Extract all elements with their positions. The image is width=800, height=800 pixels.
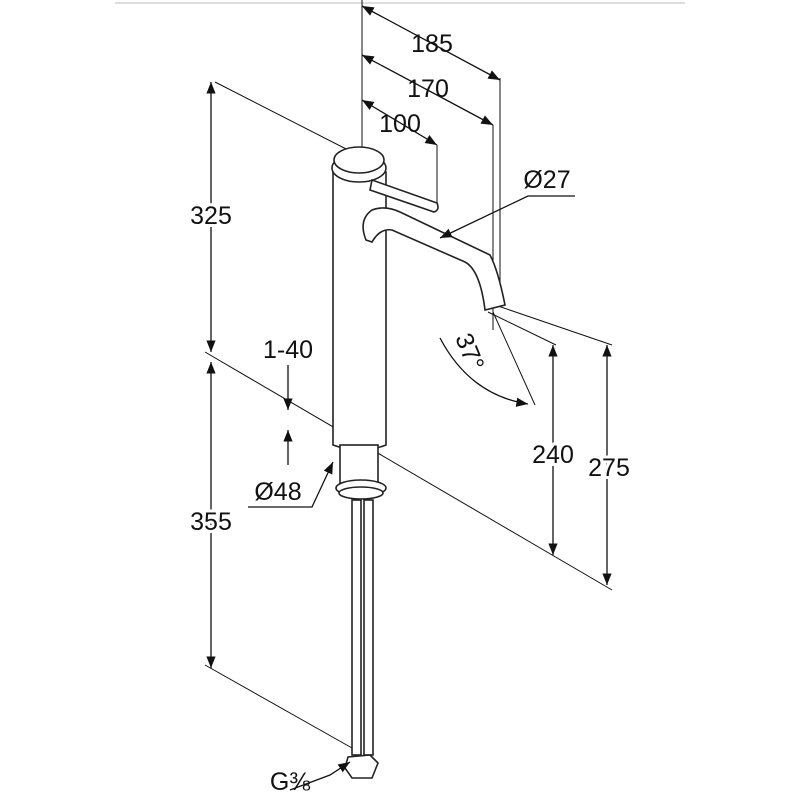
dim-diameter-48: Ø48 [254, 478, 301, 506]
dim-diameter-27: Ø27 [523, 166, 570, 194]
hose-left [351, 499, 362, 756]
dimension-lines [206, 5, 612, 791]
dim-100: 100 [379, 110, 421, 138]
dim-thread-g38: G⅜ [270, 768, 310, 796]
hose-right [363, 499, 374, 756]
spout [362, 207, 506, 311]
faucet-outline [331, 146, 506, 779]
dim-170: 170 [407, 75, 449, 103]
dim-240: 240 [532, 441, 574, 469]
dim-325: 325 [190, 202, 232, 230]
lever-handle [369, 178, 439, 213]
dim-355: 355 [190, 508, 232, 536]
dim-185: 185 [411, 30, 453, 58]
dim-275: 275 [588, 454, 630, 482]
dim-angle-37: 37° [449, 329, 489, 375]
connector-nut [344, 754, 379, 779]
dim-1-40: 1-40 [263, 336, 313, 364]
